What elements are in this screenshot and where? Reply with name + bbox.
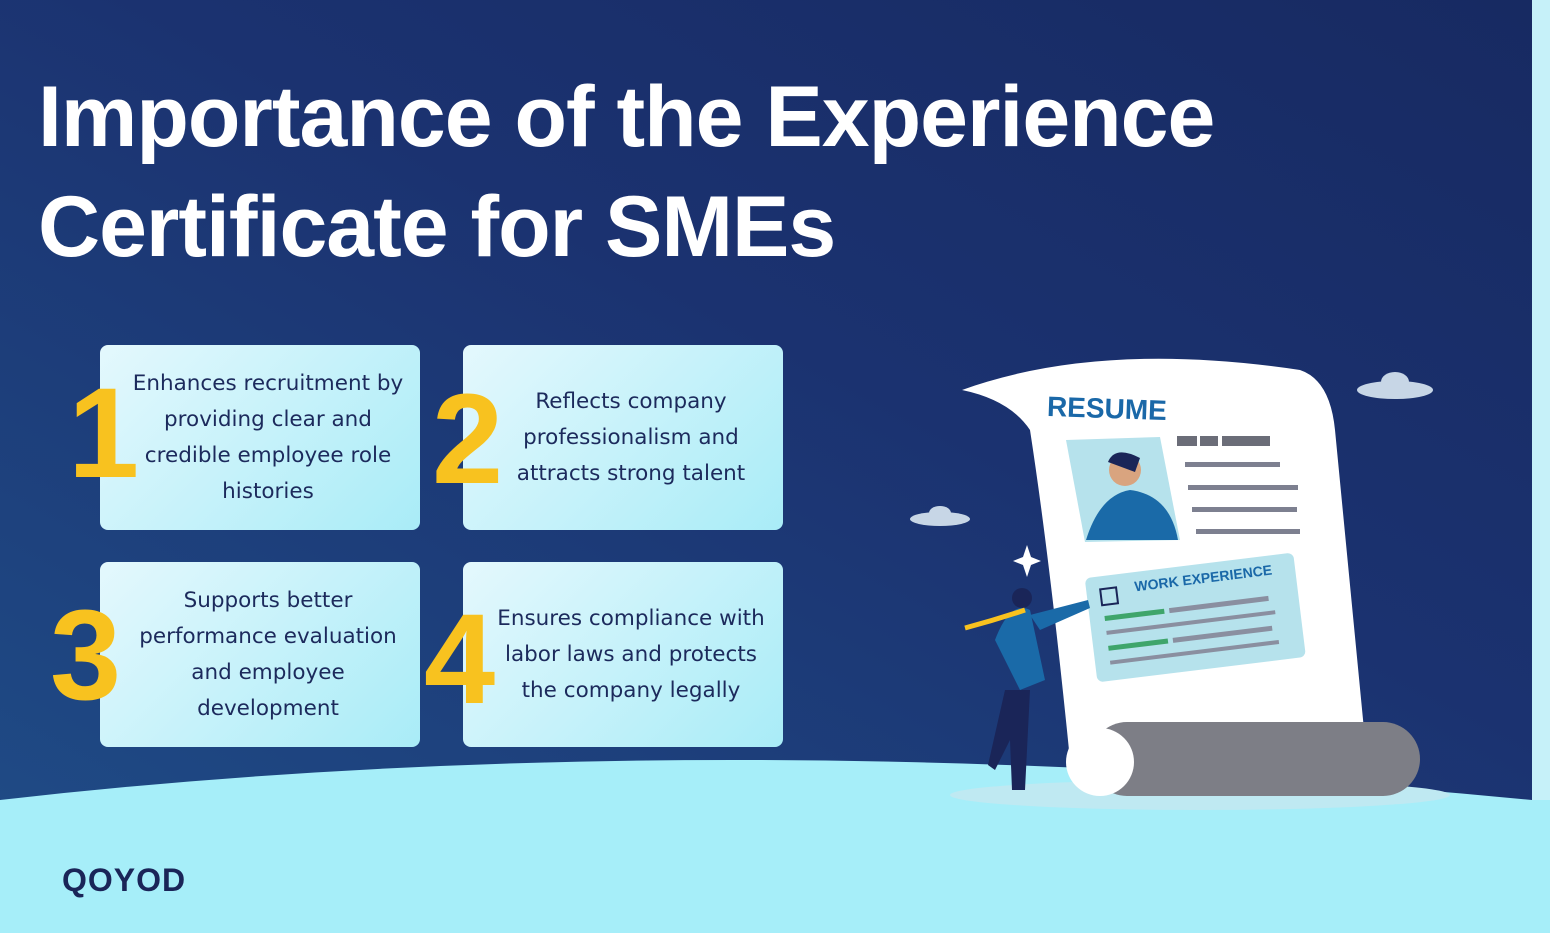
benefit-card-2: Reflects company professionalism and att… (463, 345, 783, 530)
resume-scroll (962, 358, 1420, 796)
card-text: Enhances recruitment by providing clear … (132, 370, 404, 504)
cloud-icon (1357, 372, 1433, 399)
resume-photo (1066, 437, 1180, 542)
card-text: Supports better performance evaluation a… (139, 587, 397, 721)
card-number-1: 1 (68, 362, 140, 505)
page-title: Importance of the Experience Certificate… (38, 62, 1438, 282)
title-line-2: Certificate for SMEs (38, 179, 836, 275)
work-experience-card (1085, 553, 1306, 682)
benefit-card-1: Enhances recruitment by providing clear … (100, 345, 420, 530)
card-text: Reflects company professionalism and att… (516, 388, 746, 486)
card-number-4: 4 (424, 588, 496, 731)
card-number-3: 3 (50, 584, 122, 727)
benefit-card-4: Ensures compliance with labor laws and p… (463, 562, 783, 747)
sparkle-icon (1013, 545, 1041, 577)
qoyod-logo: QOYOD (62, 862, 187, 898)
businessman-figure (964, 588, 1090, 790)
title-line-1: Importance of the Experience (38, 69, 1215, 165)
cloud-icon (910, 506, 970, 526)
card-text: Ensures compliance with labor laws and p… (497, 605, 765, 703)
resume-label: RESUME (1046, 390, 1168, 427)
benefit-card-3: Supports better performance evaluation a… (100, 562, 420, 747)
card-number-2: 2 (432, 368, 504, 511)
